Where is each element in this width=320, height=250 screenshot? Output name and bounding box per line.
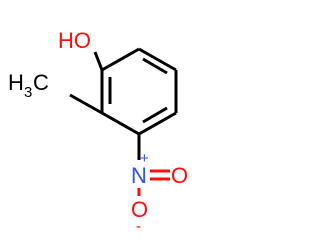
double-bond-inner-right [142,106,168,124]
bond-c5-c6 [101,111,140,136]
nitro-o-label: O [171,163,188,188]
methyl-c: C [33,70,49,95]
nitro-o-charge: - [136,218,141,235]
methyl-label: H 3 C [8,70,49,101]
molecule-diagram: HO H 3 C N + O O - [8,28,188,235]
methyl-subscript: 3 [24,84,32,101]
methyl-h: H [8,70,24,95]
bond-c1-oh [93,51,104,71]
bond-c6-methyl [69,93,103,115]
bond-c4-c5 [138,111,177,136]
structure-canvas: HO H 3 C N + O O - [8,28,189,235]
nitro-ominus-label: O [131,197,148,222]
substituent-bonds [69,51,170,196]
nitro-n-charge: + [140,150,149,167]
double-bond-inner-top [142,57,168,75]
hydroxyl-label: HO [58,28,91,53]
bond-c1-c2 [101,47,140,72]
nitro-n-label: N [131,163,147,188]
ring-bonds [100,47,178,136]
bond-c2-c3 [138,47,177,72]
